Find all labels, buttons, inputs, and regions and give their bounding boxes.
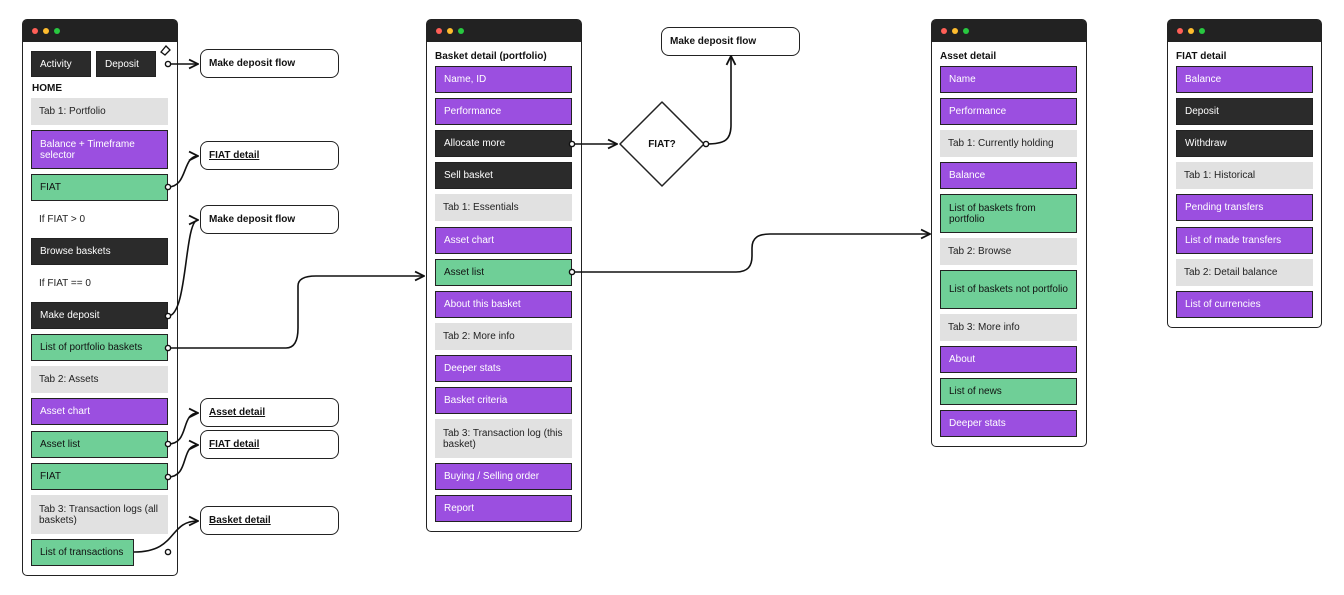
fiat-title: FIAT detail	[1176, 51, 1227, 62]
asset-about: About	[940, 346, 1077, 373]
asset-performance: Performance	[940, 98, 1077, 125]
home-tab-portfolio[interactable]: Tab 1: Portfolio	[31, 98, 168, 125]
home-asset-chart: Asset chart	[31, 398, 168, 425]
home-balance-timeframe-selector[interactable]: Balance + Timeframe selector	[31, 130, 168, 169]
asset-tab-currently-holding[interactable]: Tab 1: Currently holding	[940, 130, 1077, 157]
home-tab-assets[interactable]: Tab 2: Assets	[31, 366, 168, 393]
basket-title: Basket detail (portfolio)	[435, 51, 547, 62]
ref-label: Basket detail	[209, 515, 271, 526]
home-asset-list[interactable]: Asset list	[31, 431, 168, 458]
asset-title: Asset detail	[940, 51, 997, 62]
home-titlebar	[23, 20, 177, 42]
connector-asset-list-to-asset-detail	[167, 413, 198, 445]
maximize-dot	[458, 28, 464, 34]
basket-asset-chart: Asset chart	[435, 227, 572, 254]
basket-titlebar	[427, 20, 581, 42]
ref-label: FIAT detail	[209, 150, 260, 161]
basket-allocate-more-button[interactable]: Allocate more	[435, 130, 572, 157]
home-transactions-list[interactable]: List of transactions	[31, 539, 134, 566]
ref-label: Make deposit flow	[670, 36, 757, 47]
asset-tab-more-info[interactable]: Tab 3: More info	[940, 314, 1077, 341]
basket-asset-list[interactable]: Asset list	[435, 259, 572, 286]
ref-make-deposit-flow-2[interactable]: Make deposit flow	[200, 205, 339, 234]
ref-fiat-detail-1[interactable]: FIAT detail	[200, 141, 339, 170]
basket-name-id: Name, ID	[435, 66, 572, 93]
ref-asset-detail[interactable]: Asset detail	[200, 398, 339, 427]
home-browse-baskets-button[interactable]: Browse baskets	[31, 238, 168, 265]
asset-name: Name	[940, 66, 1077, 93]
minimize-dot	[952, 28, 958, 34]
connector-fiat-to-fiat-detail	[167, 156, 198, 188]
fiat-balance: Balance	[1176, 66, 1313, 93]
home-condition-fiat-zero: If FIAT == 0	[39, 278, 91, 289]
minimize-dot	[447, 28, 453, 34]
basket-criteria: Basket criteria	[435, 387, 572, 414]
asset-news-list[interactable]: List of news	[940, 378, 1077, 405]
fiat-withdraw-button[interactable]: Withdraw	[1176, 130, 1313, 157]
ref-make-deposit-flow-1[interactable]: Make deposit flow	[200, 49, 339, 78]
home-title: HOME	[32, 83, 62, 94]
ref-label: Make deposit flow	[209, 214, 296, 225]
asset-tab-browse[interactable]: Tab 2: Browse	[940, 238, 1077, 265]
maximize-dot	[1199, 28, 1205, 34]
fiat-decision-label: FIAT?	[648, 138, 676, 150]
ref-make-deposit-flow-3[interactable]: Make deposit flow	[661, 27, 800, 56]
fiat-deposit-button[interactable]: Deposit	[1176, 98, 1313, 125]
connector-make-deposit-to-flow	[167, 220, 198, 317]
asset-baskets-from-portfolio[interactable]: List of baskets from portfolio	[940, 194, 1077, 233]
fiat-currencies-list: List of currencies	[1176, 291, 1313, 318]
basket-buy-sell-order: Buying / Selling order	[435, 463, 572, 490]
minimize-dot	[1188, 28, 1194, 34]
close-dot	[436, 28, 442, 34]
home-tab-transaction-logs[interactable]: Tab 3: Transaction logs (all baskets)	[31, 495, 168, 534]
connector-decision-to-deposit-flow	[705, 56, 731, 145]
ref-basket-detail[interactable]: Basket detail	[200, 506, 339, 535]
basket-tab-more-info[interactable]: Tab 2: More info	[435, 323, 572, 350]
fiat-made-transfers: List of made transfers	[1176, 227, 1313, 254]
connector-transactions-to-basket-detail	[133, 521, 198, 553]
asset-deeper-stats: Deeper stats	[940, 410, 1077, 437]
fiat-pending-transfers: Pending transfers	[1176, 194, 1313, 221]
home-fiat-asset[interactable]: FIAT	[31, 463, 168, 490]
close-dot	[32, 28, 38, 34]
maximize-dot	[963, 28, 969, 34]
connector-basket-asset-list-to-asset-detail	[572, 234, 930, 273]
home-condition-fiat-positive: If FIAT > 0	[39, 214, 86, 225]
ref-label: Asset detail	[209, 407, 266, 418]
basket-deeper-stats: Deeper stats	[435, 355, 572, 382]
basket-about: About this basket	[435, 291, 572, 318]
home-fiat[interactable]: FIAT	[31, 174, 168, 201]
basket-tab-essentials[interactable]: Tab 1: Essentials	[435, 194, 572, 221]
deposit-button[interactable]: Deposit	[96, 51, 156, 77]
ref-fiat-detail-2[interactable]: FIAT detail	[200, 430, 339, 459]
asset-baskets-not-portfolio[interactable]: List of baskets not portfolio	[940, 270, 1077, 309]
cursor-icon	[160, 45, 171, 56]
connector-portfolio-list-to-basket	[168, 276, 424, 349]
basket-tab-transaction-log[interactable]: Tab 3: Transaction log (this basket)	[435, 419, 572, 458]
basket-performance: Performance	[435, 98, 572, 125]
ref-label: FIAT detail	[209, 439, 260, 450]
fiat-tab-historical[interactable]: Tab 1: Historical	[1176, 162, 1313, 189]
basket-report: Report	[435, 495, 572, 522]
close-dot	[941, 28, 947, 34]
activity-button[interactable]: Activity	[31, 51, 91, 77]
home-make-deposit-button[interactable]: Make deposit	[31, 302, 168, 329]
maximize-dot	[54, 28, 60, 34]
minimize-dot	[43, 28, 49, 34]
asset-titlebar	[932, 20, 1086, 42]
asset-balance: Balance	[940, 162, 1077, 189]
connector-fiat-asset-to-fiat-detail	[167, 445, 198, 478]
fiat-titlebar	[1168, 20, 1321, 42]
ref-label: Make deposit flow	[209, 58, 296, 69]
fiat-decision-diamond	[619, 101, 705, 187]
fiat-tab-detail-balance[interactable]: Tab 2: Detail balance	[1176, 259, 1313, 286]
basket-sell-button[interactable]: Sell basket	[435, 162, 572, 189]
home-portfolio-baskets-list[interactable]: List of portfolio baskets	[31, 334, 168, 361]
close-dot	[1177, 28, 1183, 34]
